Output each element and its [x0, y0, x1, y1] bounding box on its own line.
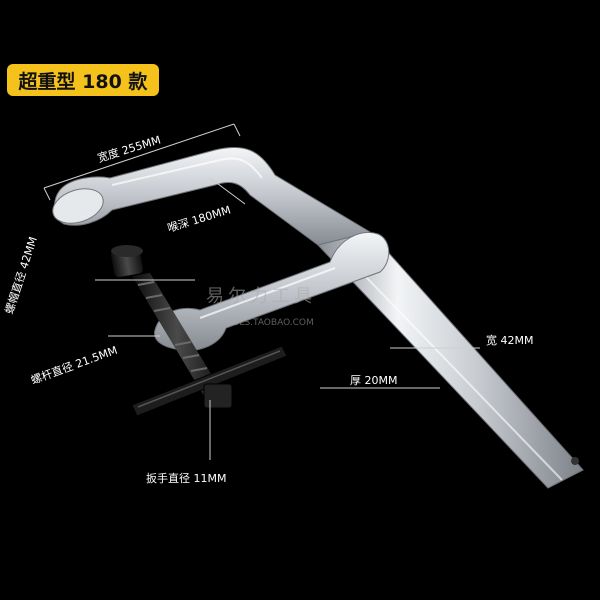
- fixed-jaw-pad: [52, 188, 104, 224]
- thickness-label: 厚 20MM: [350, 374, 398, 387]
- threaded-screw: [132, 273, 222, 396]
- screw-cap: [110, 245, 144, 279]
- product-badge: 超重型 180 款: [7, 64, 159, 96]
- arm-highlight: [111, 157, 263, 186]
- clamp-upper-arm: [54, 146, 372, 246]
- bar-width-label: 宽 42MM: [486, 334, 534, 347]
- t-handle: [131, 345, 288, 417]
- dimension-lines: [43, 123, 480, 460]
- bar-highlight: [339, 249, 563, 481]
- sliding-arm-highlight: [199, 267, 336, 319]
- handle-diameter-label: 扳手直径 11MM: [146, 472, 227, 485]
- bar-hole: [571, 457, 579, 465]
- watermark-cn: 易尔力工具: [206, 286, 316, 307]
- handle-hub: [203, 383, 233, 409]
- watermark-url: YIERLITOOLS.TAOBAO.COM: [192, 318, 314, 328]
